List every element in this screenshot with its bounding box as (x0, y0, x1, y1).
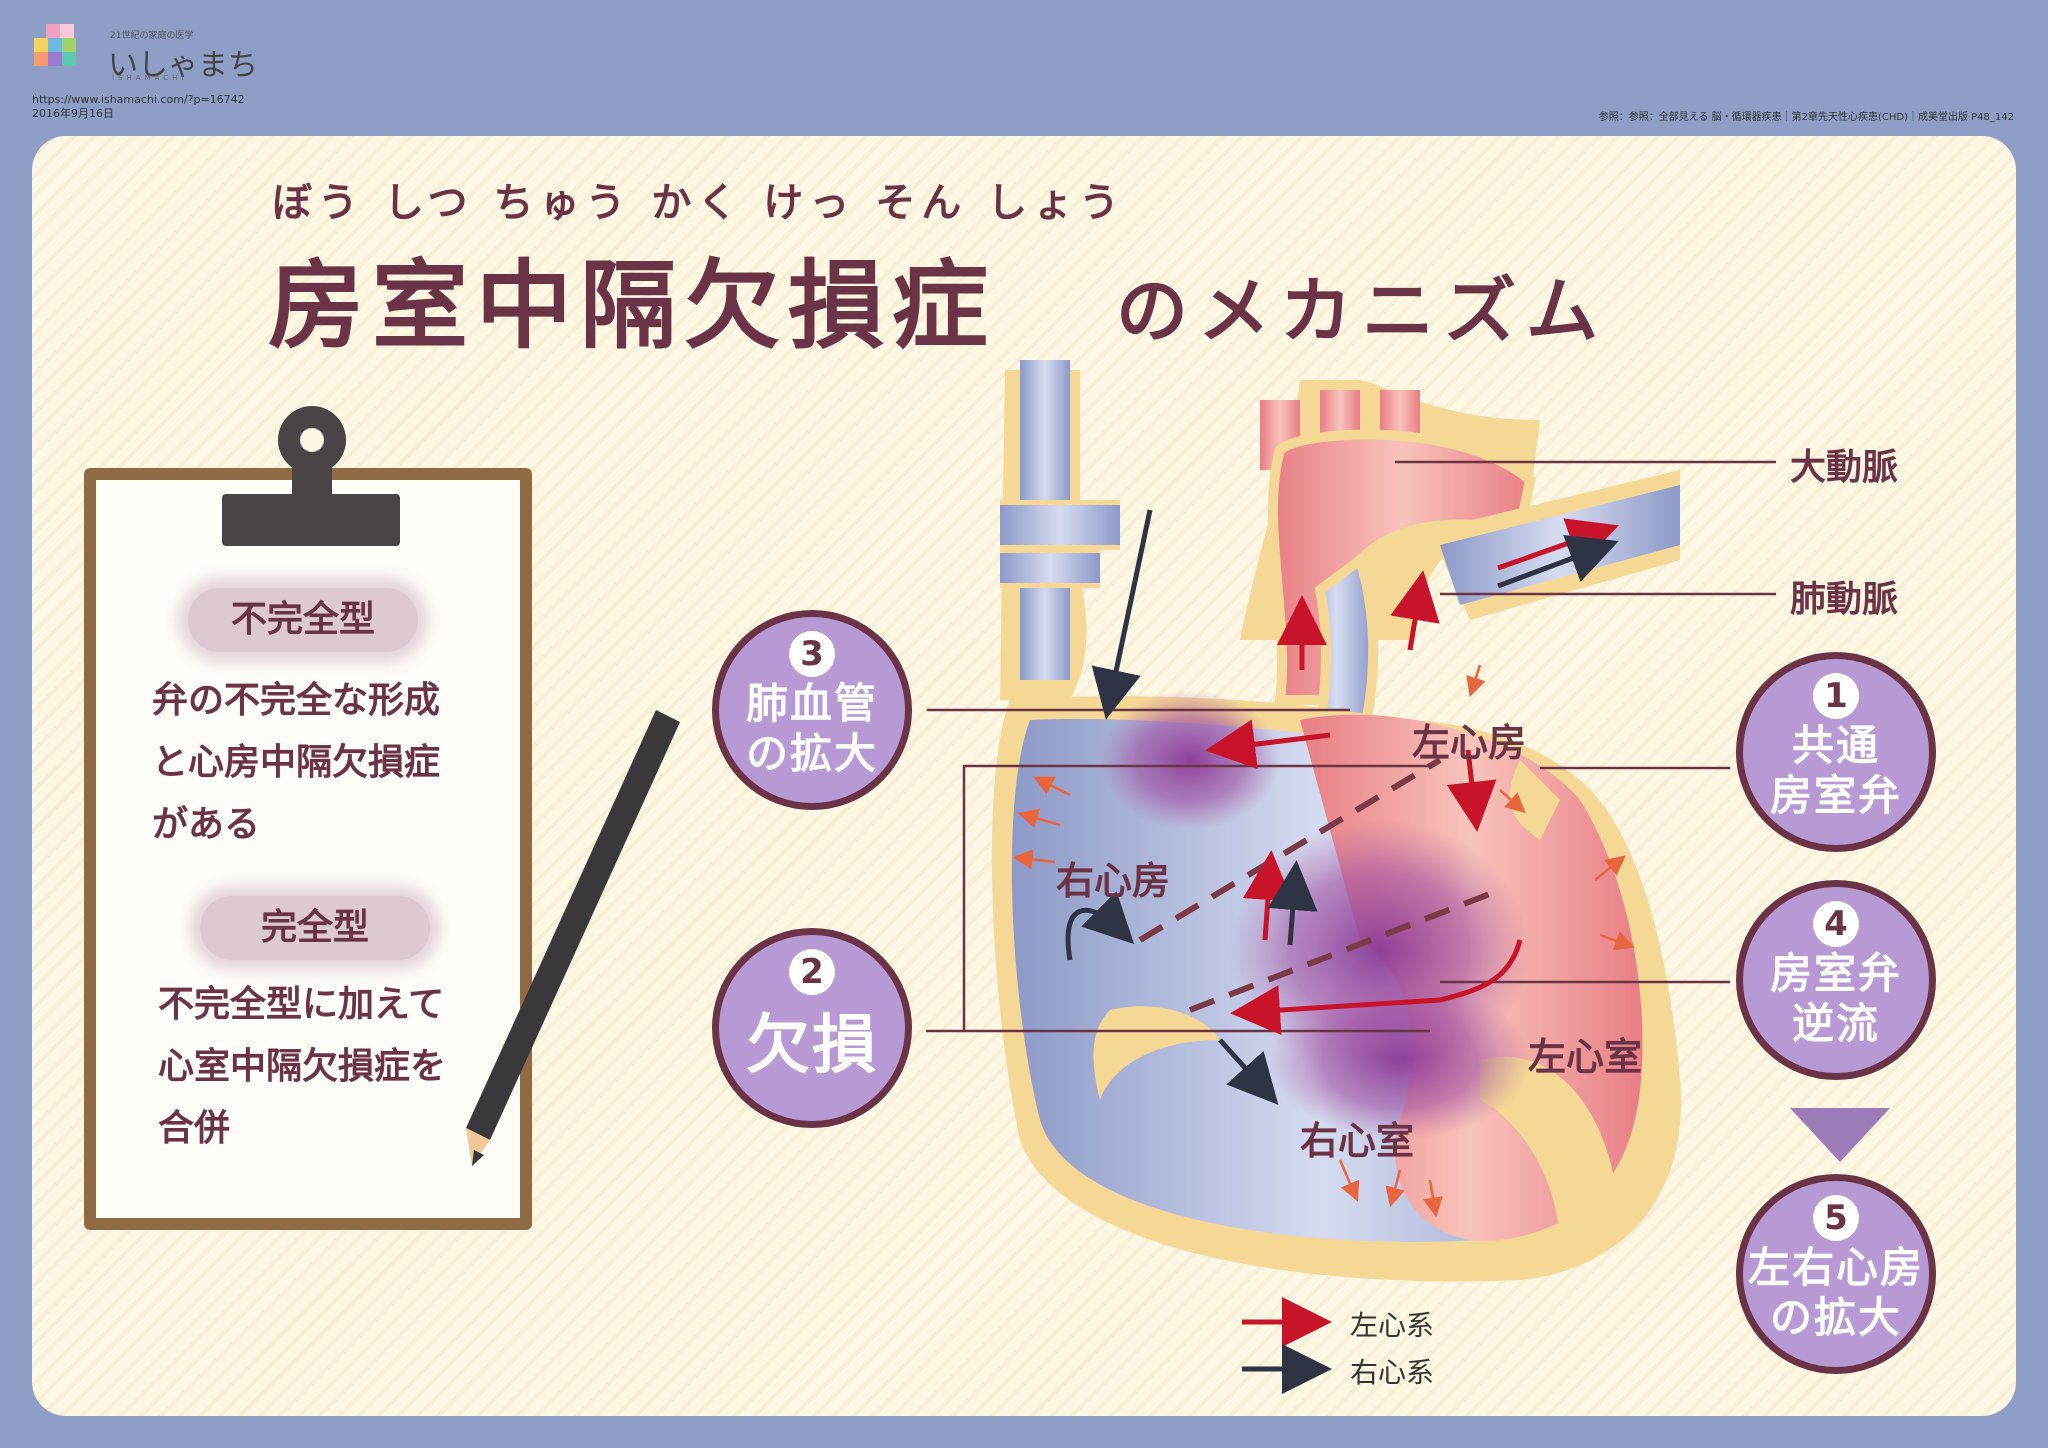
callout-4: 4 房室弁 逆流 (1736, 880, 1936, 1080)
callout-line: 房室弁 (1769, 949, 1902, 998)
label-left-atrium: 左心房 (1412, 721, 1527, 765)
label-aorta: 大動脈 (1790, 447, 1899, 488)
callout-line: 共通 (1791, 721, 1880, 770)
callout-line: 肺血管 (745, 679, 878, 728)
legend-right-system: 右心系 (1350, 1356, 1435, 1389)
callout-number: 2 (789, 949, 835, 995)
callout-line: 欠損 (746, 1009, 878, 1083)
type-complete-label: 完全型 (200, 896, 430, 960)
callout-2: 2 欠損 (712, 928, 912, 1128)
logo-mark-icon (34, 24, 76, 66)
desc-line: 合併 (158, 1108, 231, 1149)
title-ruby: ぼう しつ ちゅう かく けっ そん しょう (272, 180, 1126, 226)
callout-number: 5 (1813, 1195, 1859, 1241)
down-triangle-icon (1790, 1108, 1890, 1162)
publish-date: 2016年9月16日 (32, 107, 114, 120)
type-incomplete-label: 不完全型 (188, 588, 418, 652)
label-right-ventricle: 右心室 (1300, 1119, 1415, 1163)
callout-line: 左右心房 (1747, 1243, 1924, 1292)
logo-sub: ISHAMACHI (112, 74, 188, 82)
logo: 21世紀の家庭の医学 いしゃまち ISHAMACHI (32, 22, 272, 83)
reference-note: 参照：参照：全部見える 脳・循環器疾患｜第2章先天性心疾患(CHD)｜成美堂出版… (1598, 112, 2014, 123)
callout-number: 1 (1813, 673, 1859, 719)
callout-line: の拡大 (1769, 1293, 1902, 1342)
desc-line: 不完全型に加えて (158, 984, 445, 1025)
page-title: 房室中隔欠損症 (268, 249, 996, 362)
meta-info: https://www.ishamachi.com/?p=16742 2016年… (32, 93, 245, 121)
legend-left-system: 左心系 (1350, 1309, 1435, 1342)
desc-line: と心房中隔欠損症 (152, 742, 441, 783)
callout-5: 5 左右心房 の拡大 (1736, 1174, 1936, 1374)
label-left-ventricle: 左心室 (1528, 1035, 1643, 1079)
callout-line: の拡大 (745, 729, 878, 778)
callout-line: 房室弁 (1769, 771, 1902, 820)
desc-line: がある (152, 804, 261, 845)
callout-1: 1 共通 房室弁 (1736, 652, 1936, 852)
callout-line: 逆流 (1791, 999, 1880, 1048)
pencil-icon (466, 710, 680, 1166)
callout-number: 3 (789, 631, 835, 677)
desc-line: 弁の不完全な形成 (152, 680, 441, 721)
logo-name: いしゃまち (108, 48, 258, 83)
clipboard (84, 406, 532, 1230)
source-url[interactable]: https://www.ishamachi.com/?p=16742 (32, 93, 245, 106)
type-complete-desc: 不完全型に加えて 心室中隔欠損症を 合併 (158, 974, 446, 1160)
label-right-atrium: 右心房 (1056, 859, 1171, 903)
callout-number: 4 (1813, 901, 1859, 947)
desc-line: 心室中隔欠損症を (158, 1046, 447, 1087)
type-incomplete-desc: 弁の不完全な形成 と心房中隔欠損症 がある (152, 670, 440, 856)
logo-tagline: 21世紀の家庭の医学 (110, 31, 194, 41)
callout-3: 3 肺血管 の拡大 (712, 610, 912, 810)
label-pulmonary-artery: 肺動脈 (1790, 579, 1899, 620)
title-suffix: のメカニズム (1116, 269, 1609, 353)
